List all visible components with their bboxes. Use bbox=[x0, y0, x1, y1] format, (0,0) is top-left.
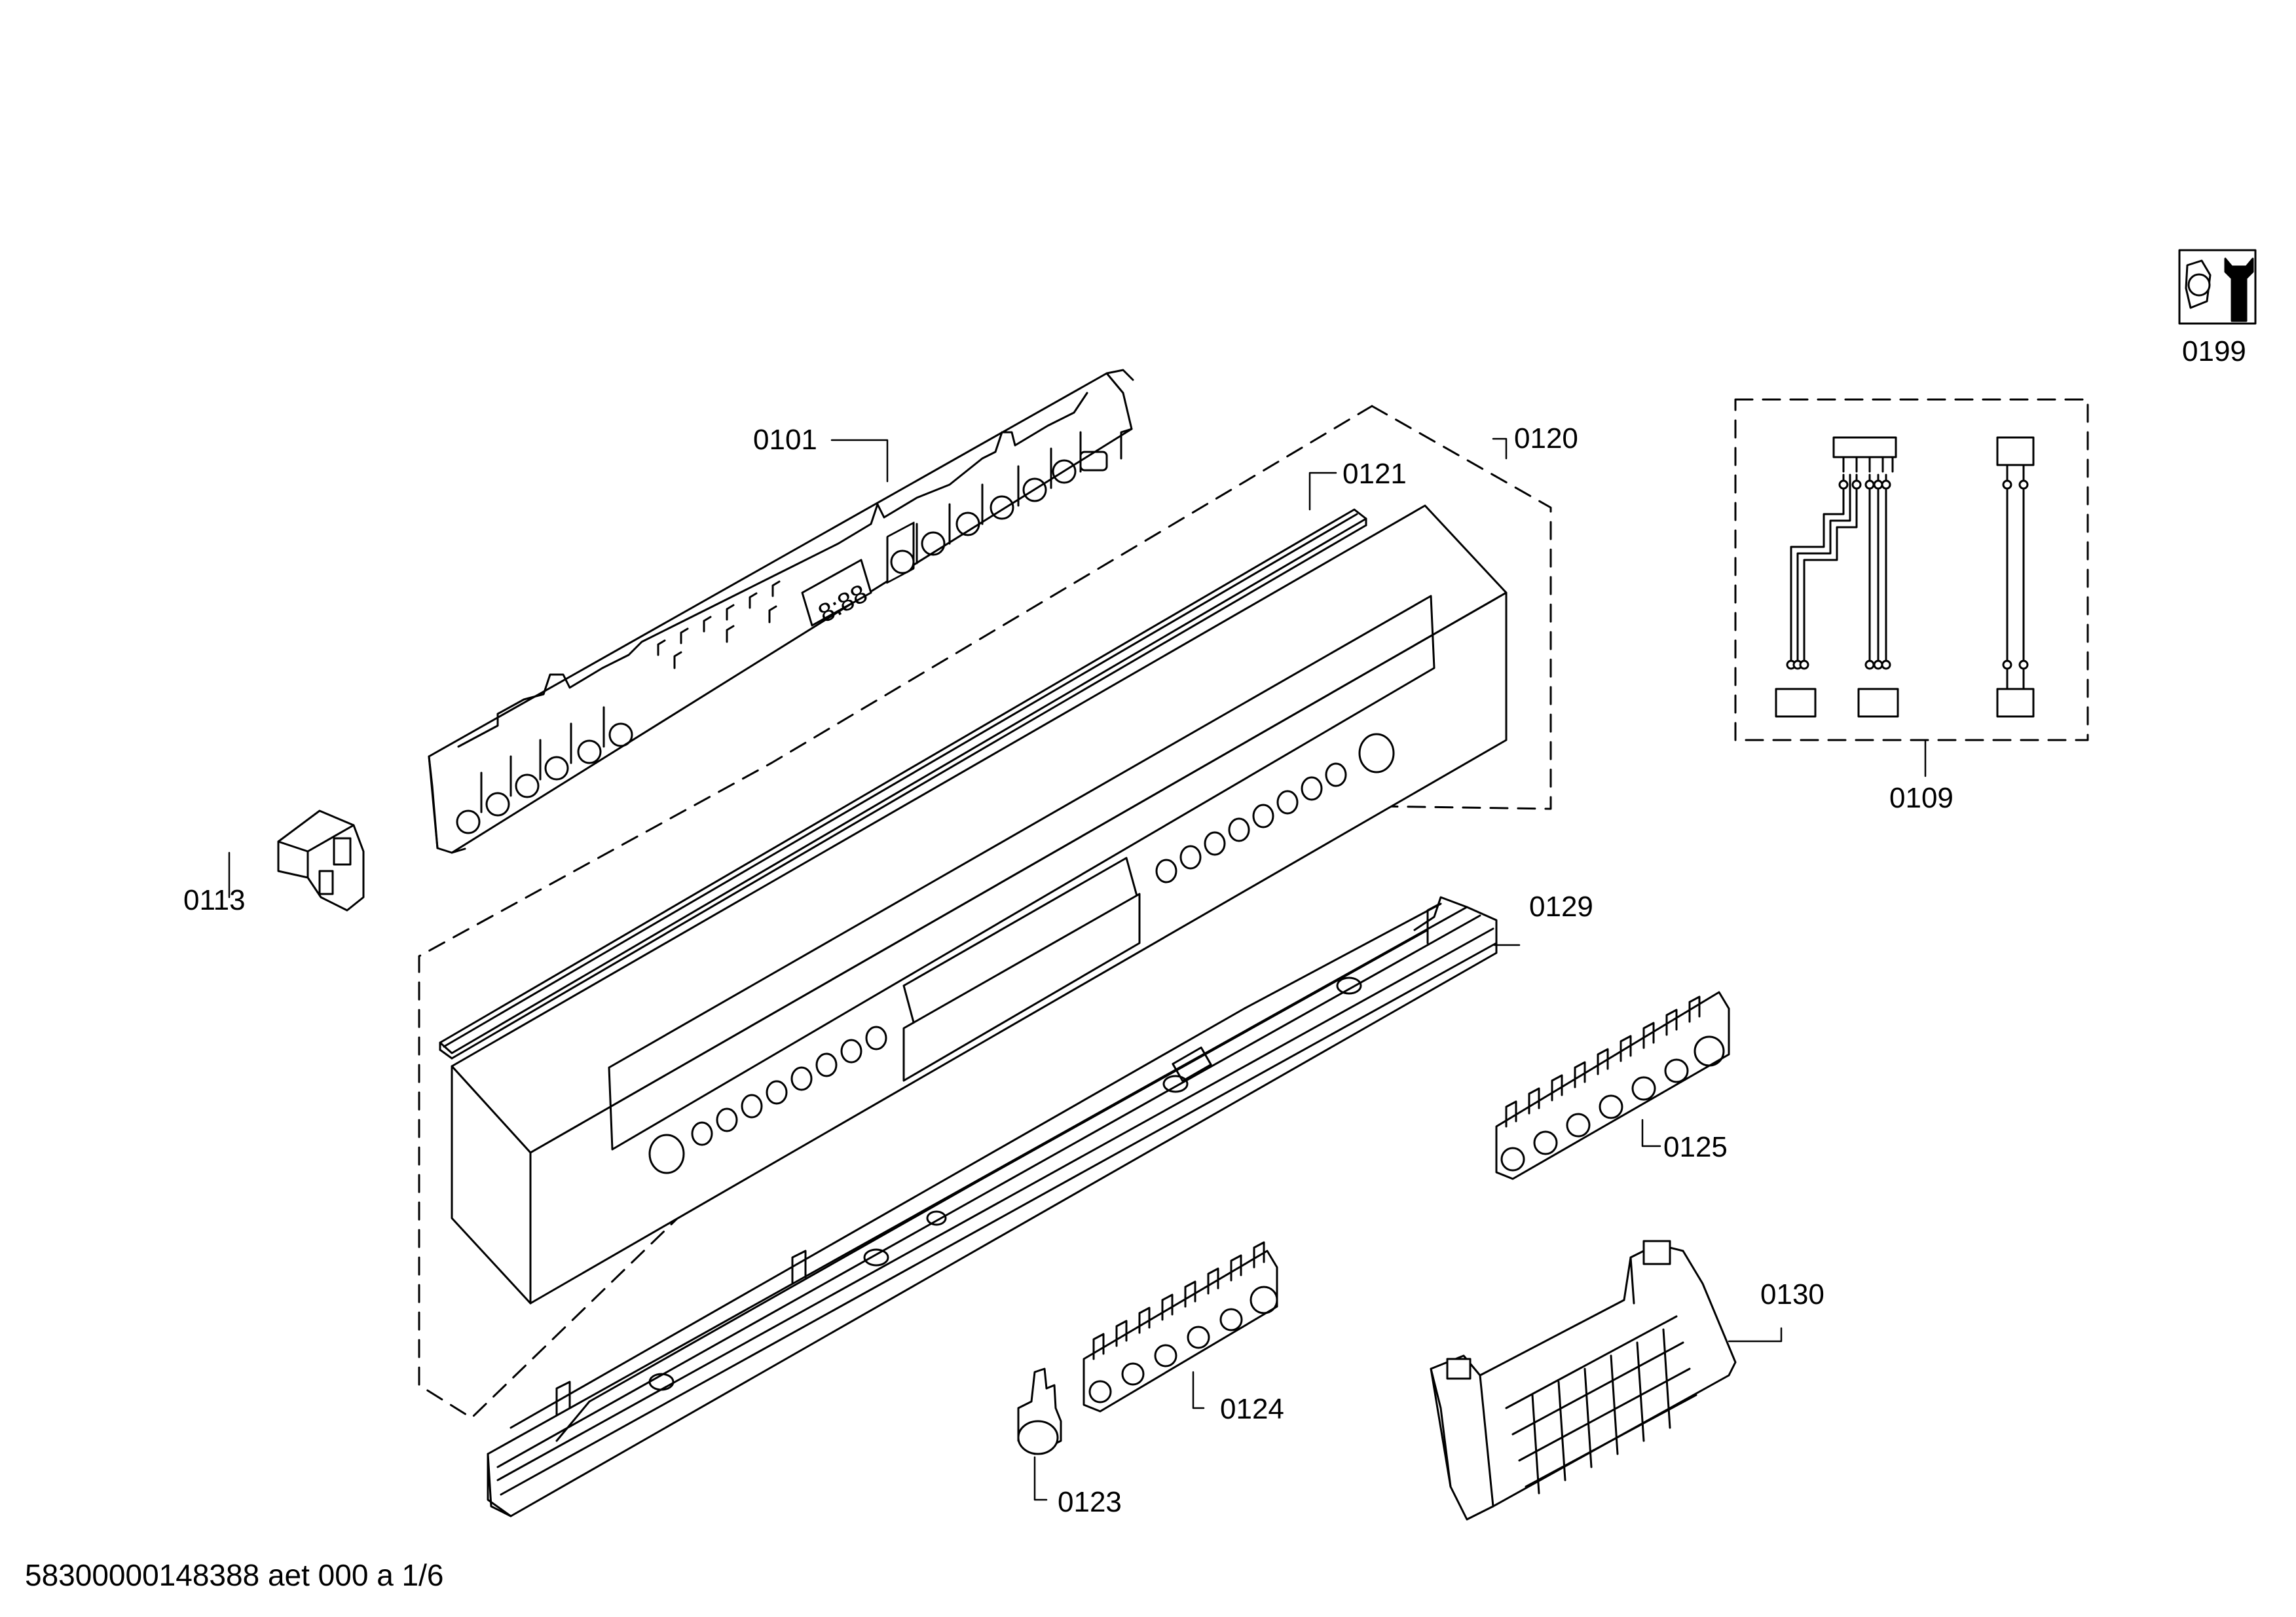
trim-rail-0129 bbox=[487, 896, 1498, 1517]
button-0123 bbox=[1017, 1367, 1062, 1455]
clip-0113 bbox=[277, 809, 365, 912]
label-0125: 0125 bbox=[1663, 1131, 1728, 1163]
strip-0121 bbox=[439, 508, 1367, 1060]
electronic-module-0101: 8:88 bbox=[428, 369, 1134, 854]
label-0199: 0199 bbox=[2182, 335, 2246, 367]
module-sockets-right bbox=[886, 431, 1108, 584]
label-0101: 0101 bbox=[753, 424, 817, 456]
label-0109: 0109 bbox=[1889, 782, 1953, 814]
document-footer-id: 58300000148388 aet 000 a 1/6 bbox=[25, 1558, 444, 1592]
button-carrier-0125 bbox=[1495, 991, 1730, 1180]
wiring-harness-group-0109 bbox=[1734, 398, 2089, 741]
label-0129: 0129 bbox=[1529, 891, 1593, 923]
leader-lines bbox=[228, 437, 1927, 1501]
button-carrier-0124 bbox=[1083, 1241, 1278, 1413]
module-sockets-left bbox=[456, 706, 633, 834]
label-0123: 0123 bbox=[1058, 1486, 1122, 1518]
assembly-group-0120-outline bbox=[418, 405, 1552, 1419]
label-0124: 0124 bbox=[1220, 1393, 1284, 1425]
panel-buttons-left bbox=[648, 1026, 887, 1174]
nut-and-wrench-icon bbox=[2178, 249, 2257, 325]
label-0121: 0121 bbox=[1342, 458, 1407, 490]
bracket-0130 bbox=[1430, 1240, 1737, 1521]
label-0113: 0113 bbox=[183, 884, 246, 916]
label-0120: 0120 bbox=[1514, 422, 1578, 455]
control-panel-0120 bbox=[451, 504, 1508, 1305]
panel-buttons-right bbox=[1155, 733, 1395, 883]
label-0130: 0130 bbox=[1760, 1278, 1824, 1310]
module-led-tabs bbox=[657, 580, 781, 669]
